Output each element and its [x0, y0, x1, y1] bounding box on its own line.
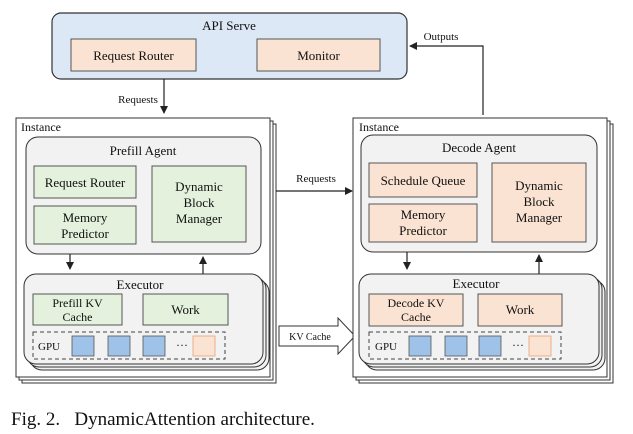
- decode-gpu-block: [478, 335, 502, 357]
- outputs-arrow: Outputs: [409, 31, 484, 115]
- outputs-label: Outputs: [424, 31, 459, 43]
- decode-executor: Executor Decode KV Cache Work GPU ···: [358, 273, 606, 371]
- prefill-request-router: Request Router: [33, 165, 137, 199]
- prefill-kv-cache: Prefill KV Cache: [32, 293, 123, 326]
- kv-cache-label: KV Cache: [289, 332, 331, 343]
- api-serve: API Serve Request Router Monitor: [51, 12, 408, 80]
- prefill-gpu-block: [142, 335, 166, 357]
- prefill-gpu-block: [71, 335, 95, 357]
- api-serve-title: API Serve: [202, 18, 256, 33]
- decode-gpu-block: [408, 335, 432, 357]
- decode-dbm-line1: Dynamic: [515, 178, 563, 193]
- requests-down-label: Requests: [118, 94, 158, 106]
- kv-cache-arrow: KV Cache: [278, 316, 356, 356]
- prefill-work: Work: [142, 293, 229, 326]
- prefill-agent: Prefill Agent Request Router Memory Pred…: [25, 136, 262, 255]
- prefill-request-router-label: Request Router: [45, 175, 126, 190]
- decode-memory-predictor: Memory Predictor: [368, 203, 478, 243]
- decode-dbm-line2: Block: [523, 194, 555, 209]
- prefill-gpu-ellipsis: ···: [176, 338, 188, 352]
- requests-down-arrow: Requests: [118, 79, 168, 114]
- decode-dynamic-block-manager: Dynamic Block Manager: [491, 162, 587, 243]
- api-request-router-label: Request Router: [93, 48, 174, 63]
- prefill-kv-cache-line1: Prefill KV: [52, 296, 103, 310]
- prefill-work-label: Work: [171, 302, 200, 317]
- api-monitor: Monitor: [256, 38, 381, 72]
- prefill-dbm-line2: Block: [183, 195, 215, 210]
- decode-gpu-pool: GPU ···: [368, 331, 562, 360]
- left-instance: Instance Prefill Agent Request Router Me…: [15, 117, 277, 384]
- decode-memory-predictor-line2: Predictor: [399, 223, 447, 238]
- decode-gpu-ellipsis: ···: [512, 338, 524, 352]
- requests-mid-arrow: Requests: [276, 173, 353, 195]
- prefill-gpu-pool: GPU ···: [32, 331, 226, 360]
- decode-gpu-block-free: [528, 335, 552, 357]
- prefill-kv-cache-line2: Cache: [63, 310, 93, 324]
- prefill-memory-predictor: Memory Predictor: [33, 205, 137, 245]
- requests-mid-label: Requests: [296, 173, 336, 185]
- decode-dbm-line3: Manager: [516, 210, 563, 225]
- prefill-gpu-block-free: [192, 335, 216, 357]
- decode-kv-cache-line1: Decode KV: [388, 296, 445, 310]
- right-instance: Instance Decode Agent Schedule Queue Mem…: [352, 117, 614, 384]
- decode-executor-title: Executor: [453, 276, 501, 291]
- left-instance-label: Instance: [21, 120, 61, 134]
- decode-agent-title: Decode Agent: [442, 140, 516, 155]
- prefill-dbm-line3: Manager: [176, 211, 223, 226]
- decode-agent: Decode Agent Schedule Queue Memory Predi…: [360, 134, 598, 253]
- prefill-agent-title: Prefill Agent: [110, 143, 177, 158]
- api-request-router: Request Router: [70, 38, 197, 72]
- prefill-memory-predictor-line1: Memory: [63, 210, 108, 225]
- decode-kv-cache-line2: Cache: [401, 310, 431, 324]
- decode-schedule-queue-label: Schedule Queue: [381, 173, 466, 188]
- prefill-memory-predictor-line2: Predictor: [61, 226, 109, 241]
- right-instance-label: Instance: [359, 120, 399, 134]
- decode-schedule-queue: Schedule Queue: [368, 162, 478, 198]
- decode-work-label: Work: [506, 302, 535, 317]
- prefill-dynamic-block-manager: Dynamic Block Manager: [151, 165, 247, 243]
- prefill-executor: Executor Prefill KV Cache Work GPU ···: [23, 273, 270, 371]
- decode-gpu-label: GPU: [375, 341, 397, 353]
- decode-kv-cache: Decode KV Cache: [368, 293, 464, 327]
- decode-work: Work: [477, 293, 563, 327]
- decode-memory-predictor-line1: Memory: [401, 207, 446, 222]
- prefill-dbm-line1: Dynamic: [175, 179, 223, 194]
- decode-gpu-block: [444, 335, 468, 357]
- api-monitor-label: Monitor: [297, 48, 340, 63]
- prefill-executor-title: Executor: [117, 277, 165, 292]
- figure-caption: Fig. 2. DynamicAttention architecture.: [11, 409, 315, 430]
- prefill-gpu-block: [107, 335, 131, 357]
- prefill-gpu-label: GPU: [38, 341, 60, 353]
